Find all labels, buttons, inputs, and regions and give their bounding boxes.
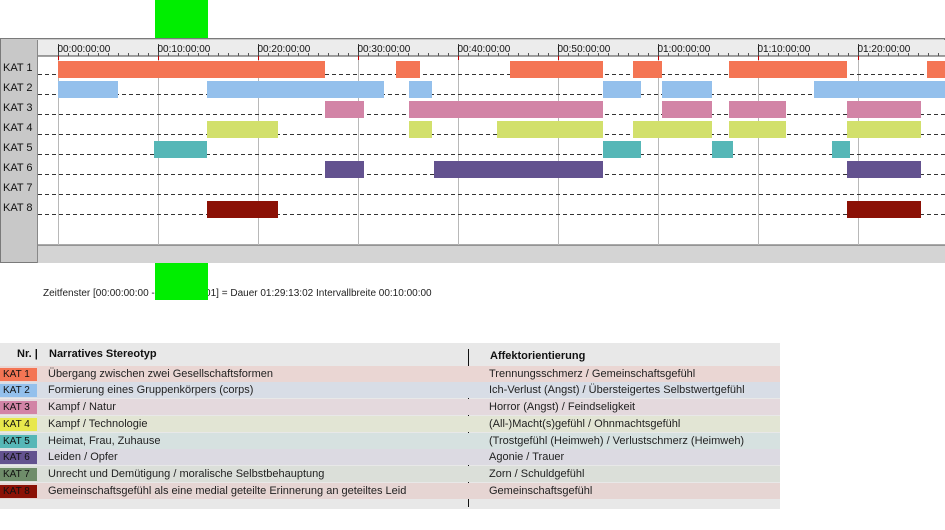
timeline-segment — [662, 101, 712, 118]
timeline-segment — [325, 101, 364, 118]
legend-row-kat8: KAT 8 Gemeinschaftsgefühl als eine media… — [0, 483, 780, 499]
narrative-text: Heimat, Frau, Zuhause — [48, 435, 161, 447]
row-label: KAT 1 — [3, 62, 33, 74]
category-badge: KAT 1 — [0, 368, 37, 381]
time-window-marker-bottom[interactable] — [155, 263, 208, 300]
narrative-text: Kampf / Natur — [48, 401, 116, 413]
ruler-tick-label: 00:50:00:00 — [558, 44, 611, 55]
ruler-tick-label: 00:40:00:00 — [458, 44, 511, 55]
time-ruler — [38, 40, 945, 56]
timeline-segment — [409, 81, 432, 98]
legend-row-kat7: KAT 7 Unrecht und Demütigung / moralisch… — [0, 466, 780, 482]
timeline-segment — [729, 61, 847, 78]
timeline-segment — [847, 101, 921, 118]
row-label: KAT 7 — [3, 182, 33, 194]
narrative-text: Kampf / Technologie — [48, 418, 148, 430]
category-badge: KAT 7 — [0, 468, 37, 481]
affect-text: Zorn / Schuldgefühl — [489, 468, 585, 480]
header-narrative: Narratives Stereotyp — [49, 348, 157, 360]
legend-row-kat1: KAT 1 Übergang zwischen zwei Gesellschaf… — [0, 366, 780, 382]
affect-text: (All-)Macht(s)gefühl / Ohnmachtsgefühl — [489, 418, 681, 430]
timeline-segment — [814, 81, 945, 98]
narrative-text: Übergang zwischen zwei Gesellschaftsform… — [48, 368, 273, 380]
time-window-marker-top[interactable] — [155, 0, 208, 38]
timeline-segment — [712, 141, 733, 158]
narrative-text: Formierung eines Gruppenkörpers (corps) — [48, 384, 254, 396]
timeline-segment — [662, 81, 712, 98]
row-label: KAT 5 — [3, 142, 33, 154]
row-label: KAT 2 — [3, 82, 33, 94]
timeline-segment — [847, 201, 921, 218]
ruler-tick-label: 01:00:00:00 — [658, 44, 711, 55]
timeline-segment — [847, 121, 921, 138]
ruler-tick-label: 00:10:00:00 — [158, 44, 211, 55]
legend-row-kat2: KAT 2 Formierung eines Gruppenkörpers (c… — [0, 382, 780, 398]
timeline-segment — [325, 161, 364, 178]
row-label: KAT 6 — [3, 162, 33, 174]
legend-table: Nr. | Narratives Stereotyp Affektorienti… — [0, 343, 780, 509]
affect-text: Ich-Verlust (Angst) / Übersteigertes Sel… — [489, 384, 745, 396]
ruler-tick-label: 00:20:00:00 — [258, 44, 311, 55]
timeline-svg: 00:00:00:00 00:10:00:00 00:20:00:00 00:30:0… — [3, 40, 945, 263]
ruler-tick-label: 00:00:00:00 — [58, 44, 111, 55]
status-bar-text: Zeitfenster [00:00:00:00 -> 01:29:13:01]… — [43, 288, 432, 299]
timeline-segment — [434, 161, 603, 178]
timeline-segment — [409, 121, 432, 138]
row-label: KAT 3 — [3, 102, 33, 114]
timeline-segment — [633, 121, 712, 138]
timeline-segment — [603, 141, 641, 158]
timeline-chart: 00:00:00:00 00:10:00:00 00:20:00:00 00:30:0… — [0, 38, 945, 299]
narrative-text: Leiden / Opfer — [48, 451, 118, 463]
affect-text: Gemeinschaftsgefühl — [489, 485, 593, 497]
category-badge: KAT 6 — [0, 451, 37, 464]
legend-row-kat3: KAT 3 Kampf / Natur Horror (Angst) / Fei… — [0, 399, 780, 415]
timeline-segment — [729, 101, 786, 118]
timeline-segment — [58, 81, 118, 98]
affect-text: (Trostgefühl (Heimweh) / Verlustschmerz … — [489, 435, 745, 447]
header-nr: Nr. | — [17, 348, 38, 360]
row-label: KAT 8 — [3, 202, 33, 214]
legend-row-kat4: KAT 4 Kampf / Technologie (All-)Macht(s)… — [0, 416, 780, 432]
legend-row-kat6: KAT 6 Leiden / Opfer Agonie / Trauer — [0, 449, 780, 465]
legend-row-kat5: KAT 5 Heimat, Frau, Zuhause (Trostgefühl… — [0, 433, 780, 449]
header-affect: Affektorientierung — [490, 350, 586, 362]
timeline-segment — [207, 81, 384, 98]
timeline-segment — [154, 141, 207, 158]
timeline-segment — [58, 61, 325, 78]
ruler-tick-label: 01:20:00:00 — [858, 44, 911, 55]
timeline-segment — [633, 61, 662, 78]
timeline-segment — [396, 61, 420, 78]
ruler-tick-label: 00:30:00:00 — [358, 44, 411, 55]
narrative-text: Unrecht und Demütigung / moralische Selb… — [48, 468, 325, 480]
timeline-segment — [832, 141, 850, 158]
category-badge: KAT 8 — [0, 485, 37, 498]
category-badge: KAT 4 — [0, 418, 37, 431]
affect-text: Agonie / Trauer — [489, 451, 565, 463]
status-bar — [38, 245, 945, 263]
narrative-text: Gemeinschaftsgefühl als eine medial gete… — [48, 485, 407, 497]
row-label: KAT 4 — [3, 122, 33, 134]
timeline-segment — [927, 61, 945, 78]
category-badge: KAT 3 — [0, 401, 37, 414]
timeline-segment — [207, 201, 278, 218]
timeline-segment — [847, 161, 921, 178]
timeline-segment — [603, 81, 641, 98]
category-badge: KAT 2 — [0, 384, 37, 397]
timeline-segment — [510, 61, 603, 78]
timeline-segment — [497, 121, 603, 138]
timeline-segment — [409, 101, 603, 118]
category-badge: KAT 5 — [0, 435, 37, 448]
affect-text: Trennungsschmerz / Gemeinschaftsgefühl — [489, 368, 696, 380]
timeline-segment — [207, 121, 278, 138]
ruler-tick-label: 01:10:00:00 — [758, 44, 811, 55]
timeline-segment — [729, 121, 786, 138]
affect-text: Horror (Angst) / Feindseligkeit — [489, 401, 636, 413]
